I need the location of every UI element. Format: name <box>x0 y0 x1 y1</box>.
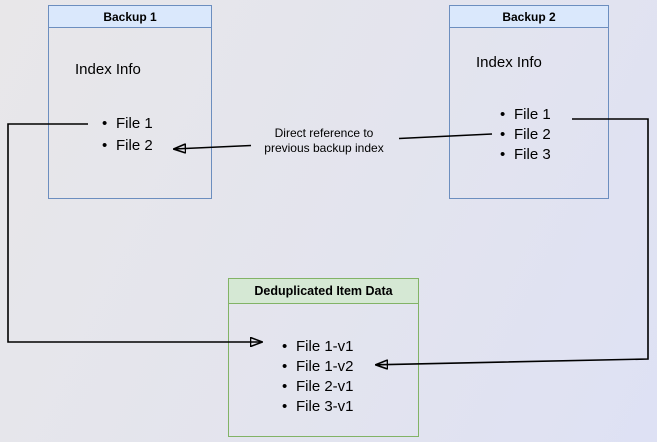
edge-label-line1: Direct reference to <box>274 126 374 140</box>
backup1-file-list: File 1 File 2 <box>102 113 153 157</box>
dedup-item-list: File 1-v1 File 1-v2 File 2-v1 File 3-v1 <box>282 337 353 417</box>
backup2-subtitle: Index Info <box>476 54 542 71</box>
list-item: File 2 <box>500 125 551 145</box>
list-item: File 1-v1 <box>282 337 353 357</box>
list-item: File 1 <box>500 105 551 125</box>
backup1-title: Backup 1 <box>49 6 211 28</box>
dedup-title: Deduplicated Item Data <box>229 279 418 304</box>
backup2-title: Backup 2 <box>450 6 608 28</box>
backup2-node: Backup 2 Index Info File 1 File 2 File 3 <box>449 5 609 199</box>
backup1-subtitle: Index Info <box>75 61 141 78</box>
list-item: File 2-v1 <box>282 377 353 397</box>
edge-label-line2: previous backup index <box>264 141 384 155</box>
list-item: File 3 <box>500 145 551 165</box>
list-item: File 1-v2 <box>282 357 353 377</box>
backup2-file-list: File 1 File 2 File 3 <box>500 105 551 165</box>
edge-label-direct-reference: Direct reference to previous backup inde… <box>239 126 409 156</box>
backup1-node: Backup 1 Index Info File 1 File 2 <box>48 5 212 199</box>
list-item: File 2 <box>102 135 153 157</box>
dedup-node: Deduplicated Item Data File 1-v1 File 1-… <box>228 278 419 437</box>
list-item: File 1 <box>102 113 153 135</box>
list-item: File 3-v1 <box>282 397 353 417</box>
